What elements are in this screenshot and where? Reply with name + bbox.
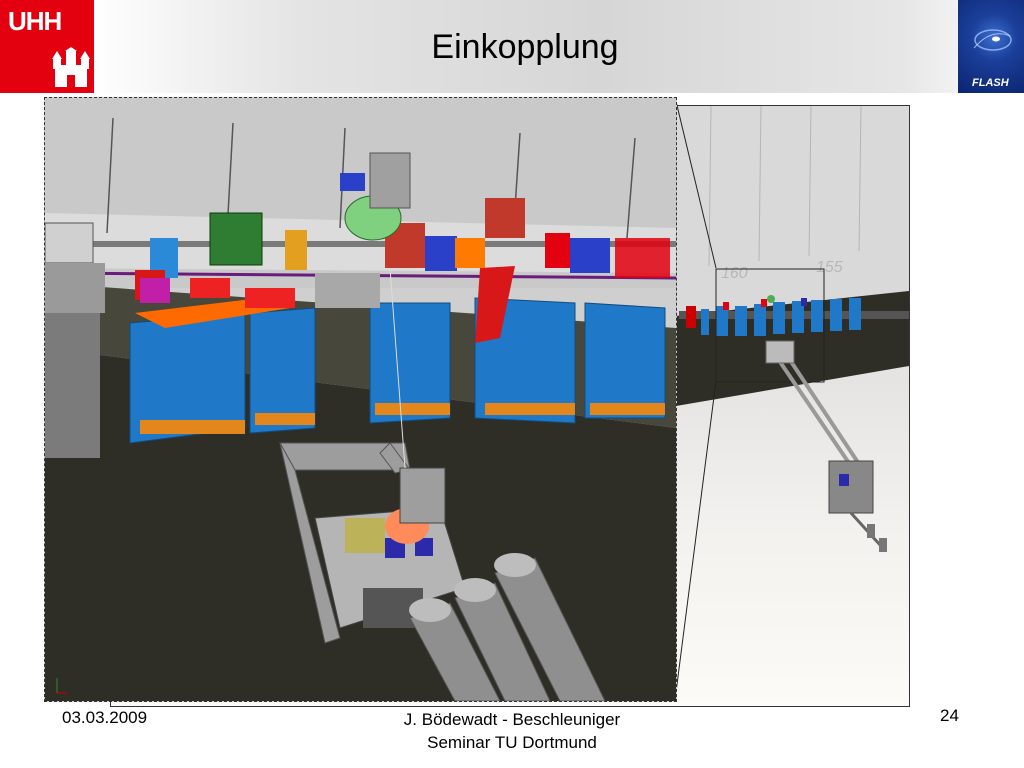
uhh-logo: UHH <box>0 0 94 93</box>
footer-author-line1: J. Bödewadt - Beschleuniger <box>403 710 621 729</box>
scale-label-160: 160 <box>721 265 748 282</box>
uhh-logo-text: UHH <box>8 6 62 36</box>
flash-swirl-icon <box>973 29 1012 51</box>
zoom-region-frame <box>715 268 825 383</box>
slide-title: Einkopplung <box>431 28 619 66</box>
scale-label-155: 155 <box>816 259 843 276</box>
beamline-detail-render <box>44 97 677 702</box>
hamburg-castle-icon <box>52 47 90 87</box>
header-band <box>0 0 1024 93</box>
flash-logo-text: FLASH <box>972 77 1009 89</box>
flash-logo: FLASH <box>958 0 1024 93</box>
footer-author-line2: Seminar TU Dortmund <box>427 733 597 752</box>
page-number: 24 <box>940 706 959 725</box>
footer-author: J. Bödewadt - Beschleuniger Seminar TU D… <box>362 708 662 754</box>
footer-date: 03.03.2009 <box>62 708 148 727</box>
